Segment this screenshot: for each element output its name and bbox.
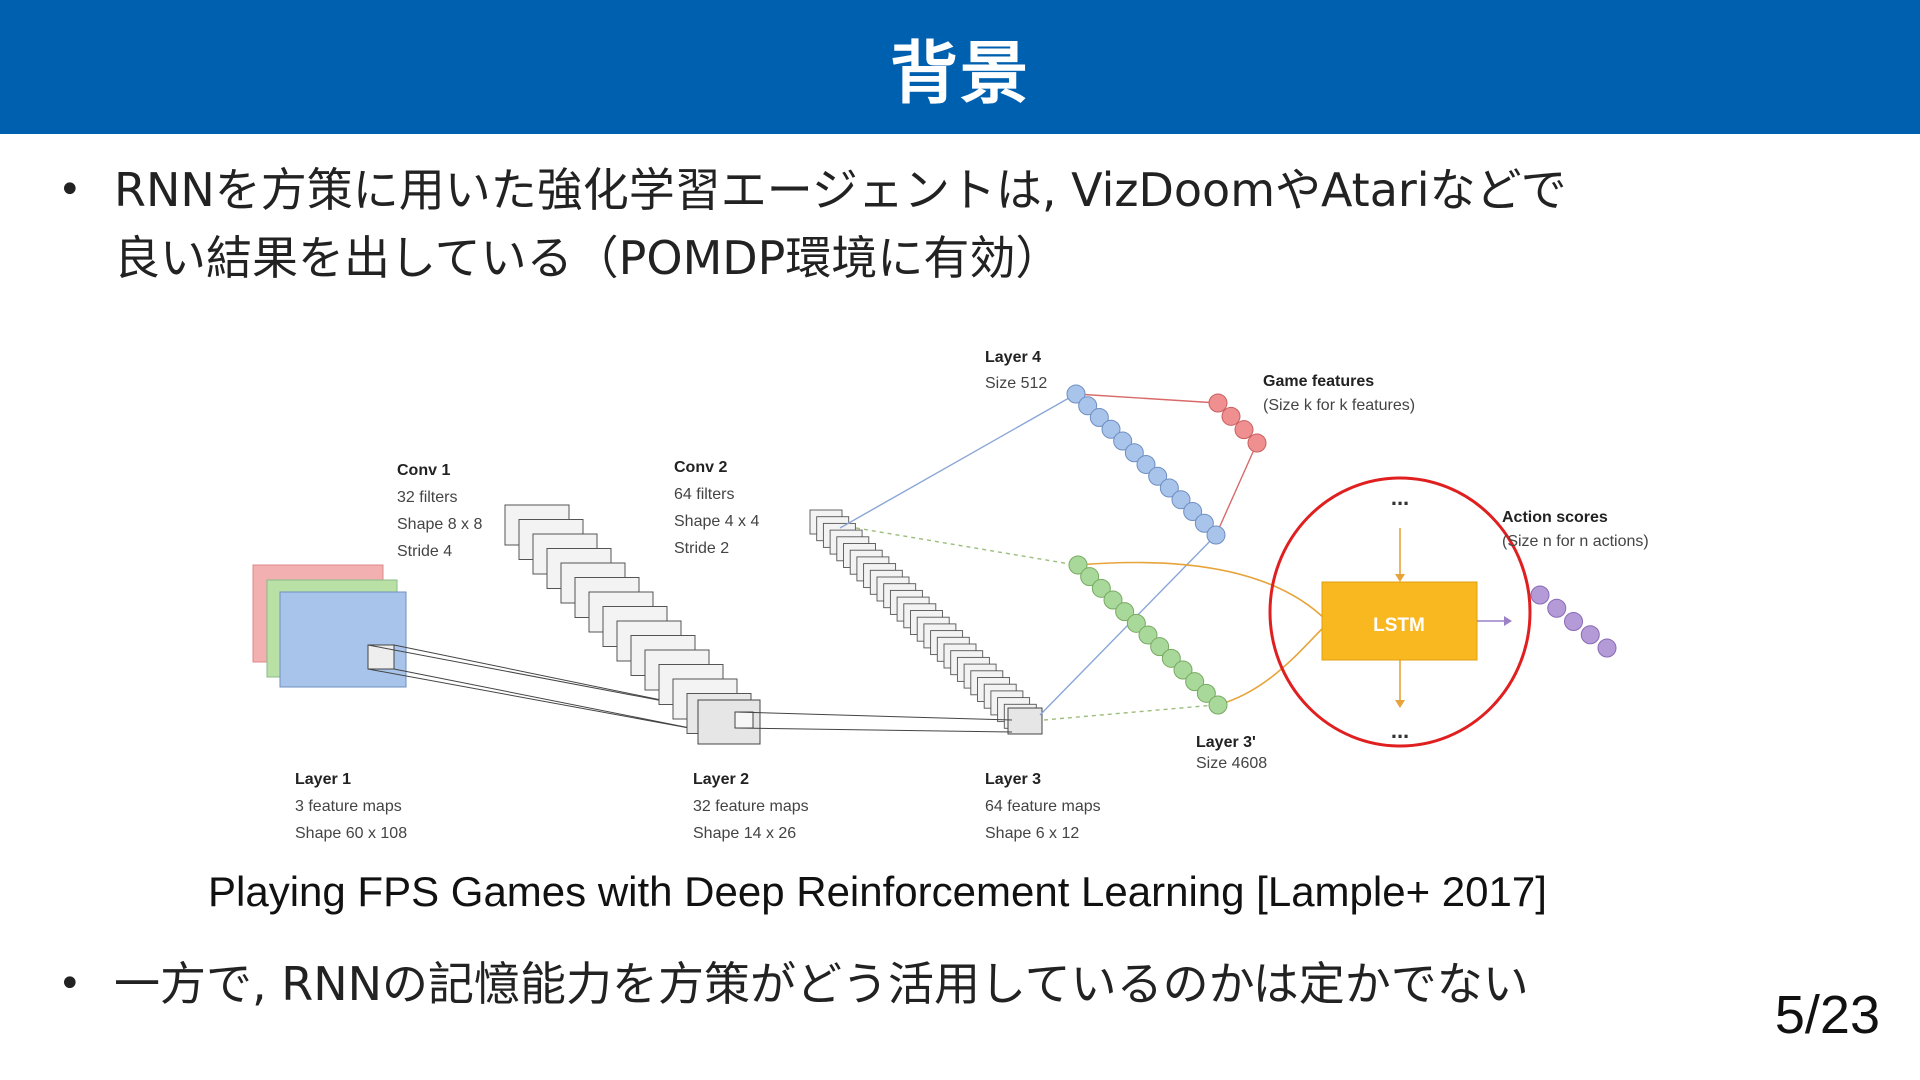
svg-text:64 feature maps: 64 feature maps	[985, 798, 1101, 815]
svg-text:Conv 2: Conv 2	[674, 459, 727, 476]
layer2-label: Layer 2 32 feature maps Shape 14 x 26	[693, 771, 809, 842]
svg-text:64 filters: 64 filters	[674, 486, 734, 503]
game-feature-node	[1221, 406, 1241, 426]
layer4-node	[1078, 396, 1098, 416]
svg-text:Layer 1: Layer 1	[295, 771, 351, 788]
svg-text:(Size n for n actions): (Size n for n actions)	[1502, 533, 1649, 550]
layer4-label: Layer 4 Size 512	[985, 349, 1047, 392]
conv1-label: Conv 1 32 filters Shape 8 x 8 Stride 4	[397, 462, 483, 560]
action-score-node	[1547, 598, 1567, 618]
layer3prime-node	[1126, 613, 1146, 633]
layer3prime-nodes	[1068, 555, 1228, 715]
layer2-feature-map-stack	[504, 504, 761, 745]
layer4-node	[1159, 478, 1179, 498]
lstm-highlight-circle	[1268, 476, 1532, 748]
lstm-ellipsis-top: ...	[1391, 485, 1409, 510]
lstm-ellipsis-bottom: ...	[1391, 718, 1409, 743]
layer3prime-node	[1103, 590, 1123, 610]
layer4-node	[1124, 443, 1144, 463]
svg-text:Shape 60 x 108: Shape 60 x 108	[295, 825, 407, 842]
layer3prime-label: Layer 3' Size 4608	[1196, 734, 1267, 772]
bullet-line-1: RNNを方策に用いた強化学習エージェントは, VizDoomやAtariなどで	[114, 163, 1567, 217]
svg-text:Stride 2: Stride 2	[674, 540, 729, 557]
layer3prime-node	[1208, 695, 1228, 715]
svg-text:Shape 6 x 12: Shape 6 x 12	[985, 825, 1079, 842]
layer3prime-node	[1185, 672, 1205, 692]
action-score-nodes	[1530, 585, 1617, 658]
game-feature-node	[1247, 433, 1267, 453]
layer4-node	[1183, 502, 1203, 521]
figure-caption: Playing FPS Games with Deep Reinforcemen…	[208, 868, 1547, 915]
layer4-node	[1136, 455, 1156, 474]
conv2-label: Conv 2 64 filters Shape 4 x 4 Stride 2	[674, 459, 760, 557]
layer4-node	[1101, 419, 1121, 439]
layer3prime-node	[1161, 648, 1181, 668]
svg-text:Layer 3: Layer 3	[985, 771, 1041, 788]
svg-text:Layer 3': Layer 3'	[1196, 734, 1256, 751]
bullet-text-1: RNNを方策に用いた強化学習エージェントは, VizDoomやAtariなどで …	[114, 156, 1914, 292]
action-score-node	[1564, 612, 1583, 631]
layer1-label: Layer 1 3 feature maps Shape 60 x 108	[295, 771, 407, 842]
game-feature-node	[1234, 420, 1254, 440]
lstm-block: LSTM ... ...	[1321, 485, 1512, 743]
page-number: 5/23	[1774, 985, 1880, 1045]
layer3prime-node	[1138, 625, 1158, 645]
svg-text:32 filters: 32 filters	[397, 489, 457, 506]
svg-text:Size 512: Size 512	[985, 375, 1047, 392]
svg-text:Size 4608: Size 4608	[1196, 755, 1267, 772]
layer3prime-node	[1080, 567, 1100, 587]
bullet-marker: •	[58, 167, 82, 213]
bullet-line-2: 良い結果を出している（POMDP環境に有効）	[114, 231, 1062, 285]
svg-text:32 feature maps: 32 feature maps	[693, 798, 809, 815]
svg-text:Shape 14 x 26: Shape 14 x 26	[693, 825, 796, 842]
svg-text:Shape 4 x 4: Shape 4 x 4	[674, 513, 760, 530]
lstm-box	[1321, 581, 1478, 661]
game-feature-nodes	[1208, 393, 1267, 453]
title-bar: 背景	[0, 0, 1920, 134]
svg-text:Stride 4: Stride 4	[397, 543, 452, 560]
layer4-node	[1171, 490, 1191, 510]
action-score-node	[1530, 585, 1550, 605]
layer4-node	[1089, 408, 1109, 427]
dense-connections	[839, 393, 1258, 721]
layer3prime-node	[1196, 683, 1216, 703]
layer3-map	[1007, 707, 1043, 735]
layer4-node	[1148, 466, 1168, 486]
layer3prime-node	[1068, 555, 1088, 575]
layer3prime-node	[1091, 578, 1111, 598]
svg-text:Action scores: Action scores	[1502, 509, 1608, 526]
bullet-text-2: 一方で, RNNの記憶能力を方策がどう活用しているのかは定かでない	[114, 957, 1529, 1011]
svg-text:Conv 1: Conv 1	[397, 462, 450, 479]
action-score-node	[1580, 625, 1600, 645]
layer4-node	[1066, 384, 1086, 404]
conv2-projection-lines	[734, 711, 1013, 733]
layer4-node	[1206, 525, 1226, 545]
layer4-nodes	[1066, 384, 1226, 545]
svg-text:Game features: Game features	[1263, 373, 1374, 390]
layer3prime-node	[1150, 637, 1170, 657]
slide-title: 背景	[889, 34, 1030, 114]
svg-text:(Size k for k features): (Size k for k features)	[1263, 397, 1415, 414]
lstm-label: LSTM	[1373, 615, 1425, 636]
svg-text:Shape 8 x 8: Shape 8 x 8	[397, 516, 483, 533]
layer2-patch	[734, 711, 754, 729]
layer3-label: Layer 3 64 feature maps Shape 6 x 12	[985, 771, 1101, 842]
layer3-feature-map-stack	[809, 509, 1043, 735]
svg-text:Layer 2: Layer 2	[693, 771, 749, 788]
action-score-node	[1597, 638, 1617, 658]
layer1-feature-maps	[252, 564, 407, 688]
conv1-projection-lines	[367, 644, 701, 731]
svg-text:Layer 4: Layer 4	[985, 349, 1041, 366]
game-feature-node	[1208, 393, 1228, 413]
layer4-node	[1194, 513, 1214, 533]
action-scores-label: Action scores (Size n for n actions)	[1502, 509, 1649, 550]
layer4-node	[1113, 431, 1133, 451]
layer3prime-node	[1173, 660, 1193, 680]
game-features-label: Game features (Size k for k features)	[1263, 373, 1415, 414]
bullet-marker: •	[58, 961, 82, 1007]
svg-text:3 feature maps: 3 feature maps	[295, 798, 402, 815]
layer3prime-node	[1115, 602, 1135, 622]
